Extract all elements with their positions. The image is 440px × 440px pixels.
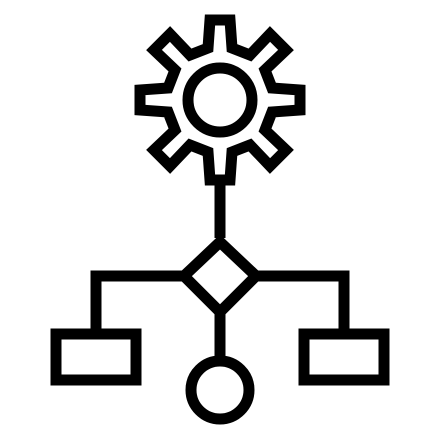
- connector-diamond-to-right-box: [256, 270, 350, 334]
- terminal-circle-icon: [185, 355, 255, 425]
- gear-icon: [134, 14, 306, 186]
- connector-diamond-to-left-box: [90, 270, 184, 334]
- decision-diamond-icon: [176, 234, 264, 320]
- gear-hub: [182, 62, 258, 138]
- process-box-left: [50, 328, 142, 386]
- process-box-right: [298, 328, 390, 386]
- gear-outline: [134, 14, 306, 186]
